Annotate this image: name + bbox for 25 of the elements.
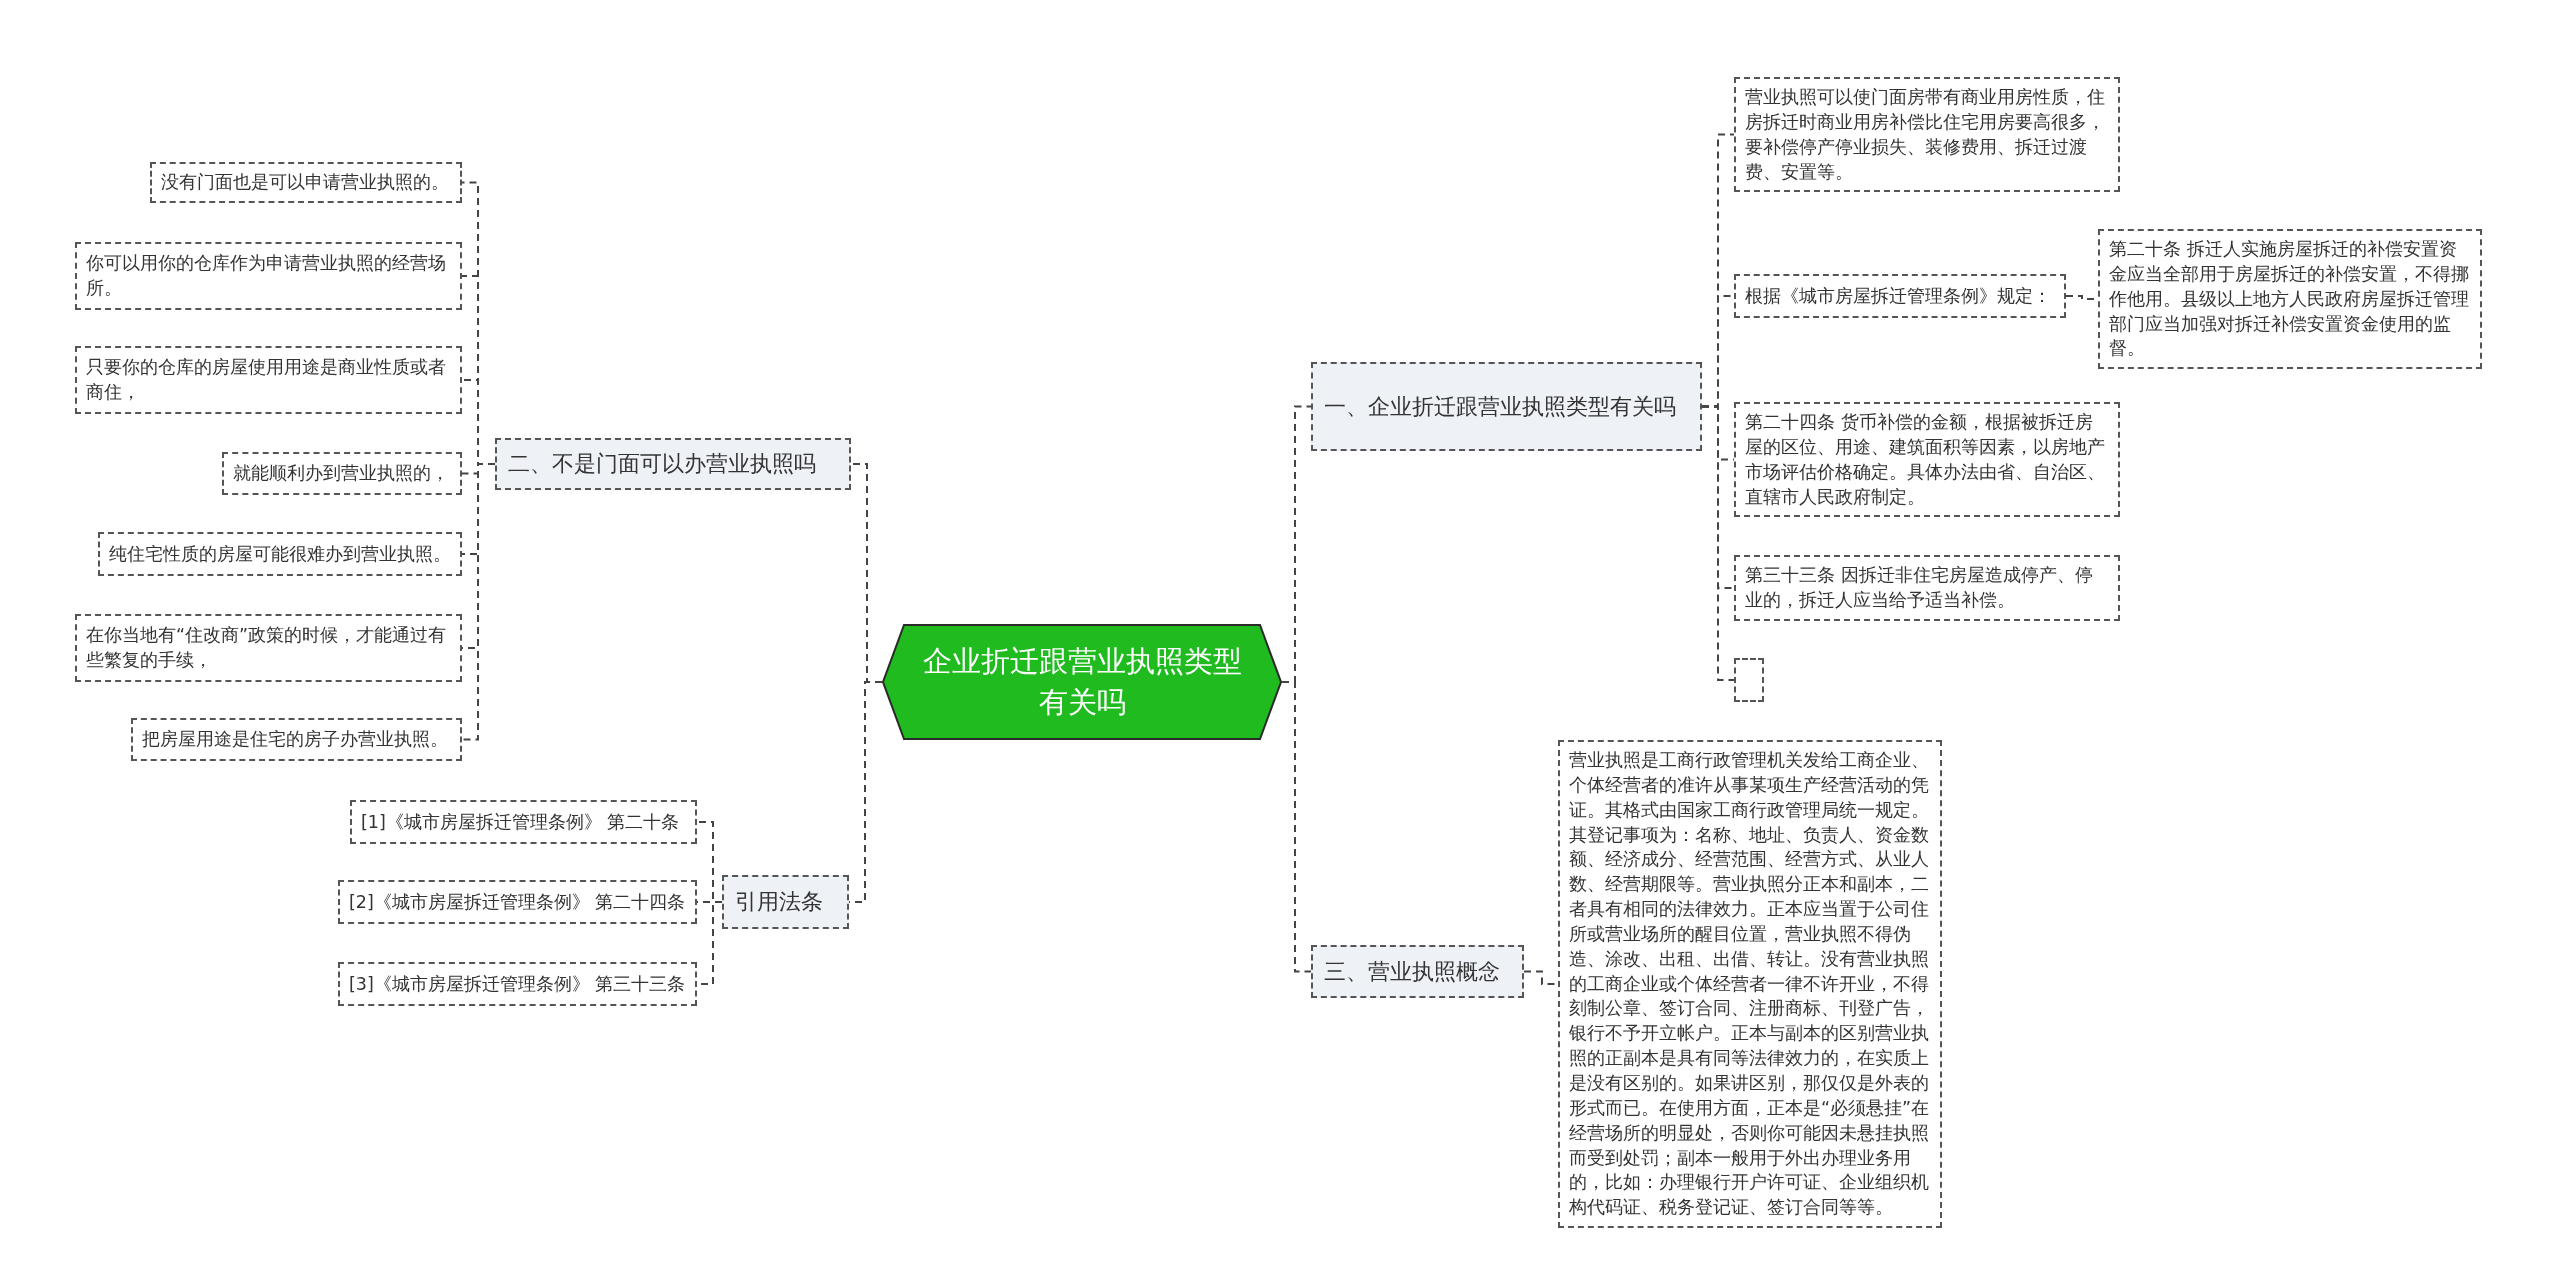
topic-box: 三、营业执照概念	[1311, 945, 1524, 998]
note-box: [1]《城市房屋拆迁管理条例》 第二十条	[350, 800, 697, 844]
note-box: 营业执照是工商行政管理机关发给工商企业、个体经营者的准许从事某项生产经营活动的凭证。其格式由国家工商行政管理局统一规定。其登记事项为：名称、地址、负责人、资金数额、经济成分、经营范围、经营方式、从业人数、经营期限等。营业执照分正本和副本，二者具有相同的法律效力。正本应当置于公司住所或营业场所的醒目位置，营业执照不得伪造、涂改、出租、出借、转让。没有营业执照的工商企业或个体经营者一律不许开业，不得刻制公章、签订合同、注册商标、刊登广告，银行不予开立帐户。正本与副本的区别营业执照的正副本是具有同等法律效力的，在实质上是没有区别的。如果讲区别，那仅仅是外表的形式而已。在使用方面，正本是“必须悬挂”在经营场所的明显处，否则你可能因未悬挂执照而受到处罚；副本一般用于外出办理业务用的，比如：办理银行开户许可证、企业组织机构代码证、税务登记证、签订合同等等。	[1558, 740, 1942, 1229]
empty-box	[1734, 658, 1764, 702]
note-box: 第三十三条 因拆迁非住宅房屋造成停产、停业的，拆迁人应当给予适当补偿。	[1734, 555, 2120, 621]
topic-box: 二、不是门面可以办营业执照吗	[495, 438, 851, 490]
connector-line	[1701, 405, 1735, 681]
note-box: 营业执照可以使门面房带有商业用房性质，住房拆迁时商业用房补偿比住宅用房要高很多，要补偿停产停业损失、装修费用、拆迁过渡费、安置等。	[1734, 77, 2120, 193]
note-box: 没有门面也是可以申请营业执照的。	[150, 162, 462, 203]
note-box: 根据《城市房屋拆迁管理条例》规定：	[1734, 274, 2066, 318]
central-topic: 企业折迁跟营业执照类型有关吗	[882, 624, 1282, 740]
topic-box: 引用法条	[722, 875, 849, 929]
note-box: 就能顺利办到营业执照的，	[222, 452, 462, 495]
note-box: [3]《城市房屋拆迁管理条例》 第三十三条	[338, 962, 697, 1006]
note-box: 在你当地有“住改商”政策的时候，才能通过有些繁复的手续，	[75, 614, 462, 682]
connector-line	[461, 463, 496, 741]
note-box: 第二十四条 货币补偿的金额，根据被拆迁房屋的区位、用途、建筑面积等因素，以房地产市场评估价格确定。具体办法由省、自治区、直辖市人民政府制定。	[1734, 402, 2120, 518]
topic-box: 一、企业折迁跟营业执照类型有关吗	[1311, 362, 1702, 451]
note-box: 第二十条 拆迁人实施房屋拆迁的补偿安置资金应当全部用于房屋拆迁的补偿安置，不得挪作他用。县级以上地方人民政府房屋拆迁管理部门应当加强对拆迁补偿安置资金使用的监督。	[2098, 229, 2482, 370]
note-box: 你可以用你的仓库作为申请营业执照的经营场所。	[75, 242, 462, 310]
note-box: [2]《城市房屋拆迁管理条例》 第二十四条	[338, 880, 697, 924]
note-box: 把房屋用途是住宅的房子办营业执照。	[131, 718, 462, 761]
connector-line	[1281, 681, 1312, 973]
note-box: 只要你的仓库的房屋使用用途是商业性质或者商住，	[75, 346, 462, 414]
note-box: 纯住宅性质的房屋可能很难办到营业执照。	[98, 532, 462, 576]
